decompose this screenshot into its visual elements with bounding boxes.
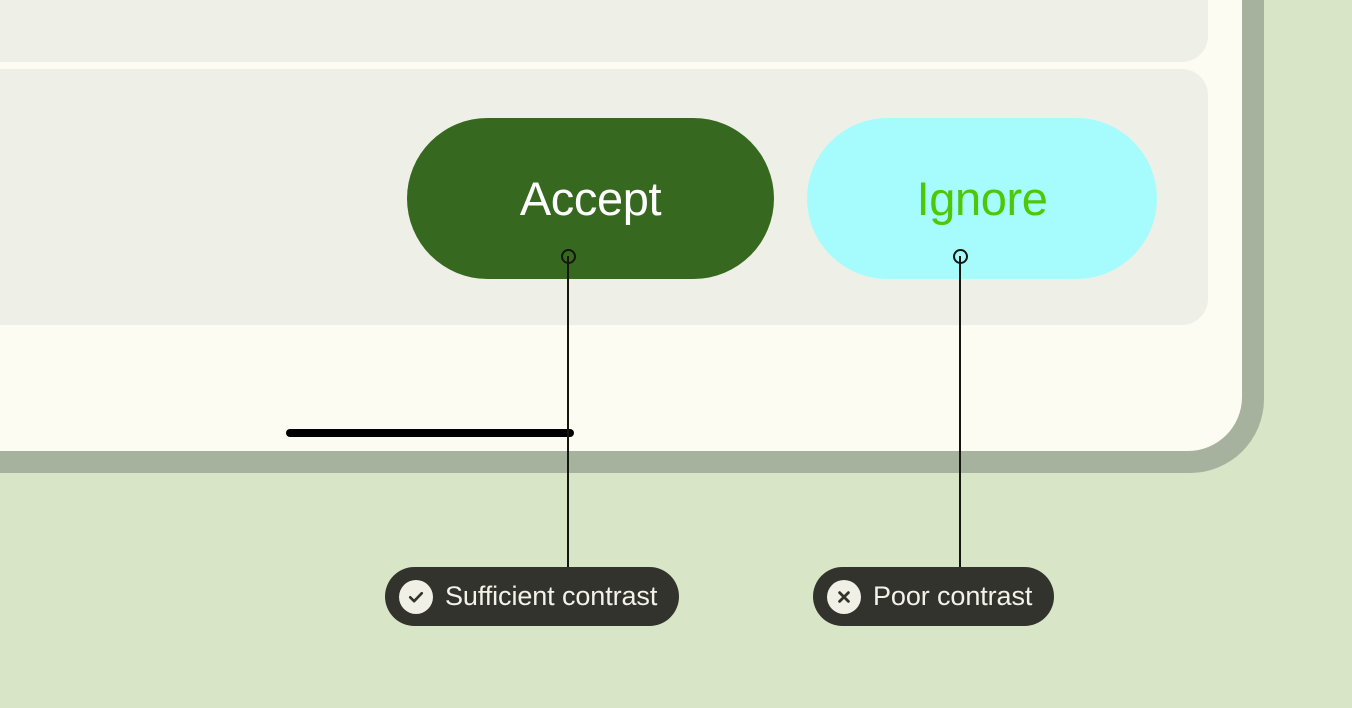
accept-button[interactable]: Accept bbox=[407, 118, 774, 279]
callout-label-sufficient-contrast: Sufficient contrast bbox=[445, 581, 658, 611]
home-indicator-bar bbox=[286, 429, 574, 437]
callout-label-poor-contrast: Poor contrast bbox=[873, 581, 1033, 611]
content-card-top bbox=[0, 0, 1208, 62]
device-frame: a request. Accept Ignore bbox=[0, 0, 1264, 473]
x-circle-icon bbox=[827, 579, 861, 614]
device-screen: a request. Accept Ignore bbox=[0, 0, 1242, 451]
callout-leader-line-ignore bbox=[959, 256, 961, 568]
check-circle-icon bbox=[399, 579, 433, 614]
callout-leader-line-accept bbox=[567, 256, 569, 568]
ignore-button[interactable]: Ignore bbox=[807, 118, 1157, 279]
callout-badge-sufficient-contrast: Sufficient contrast bbox=[385, 567, 680, 626]
callout-badge-poor-contrast: Poor contrast bbox=[813, 567, 1055, 626]
